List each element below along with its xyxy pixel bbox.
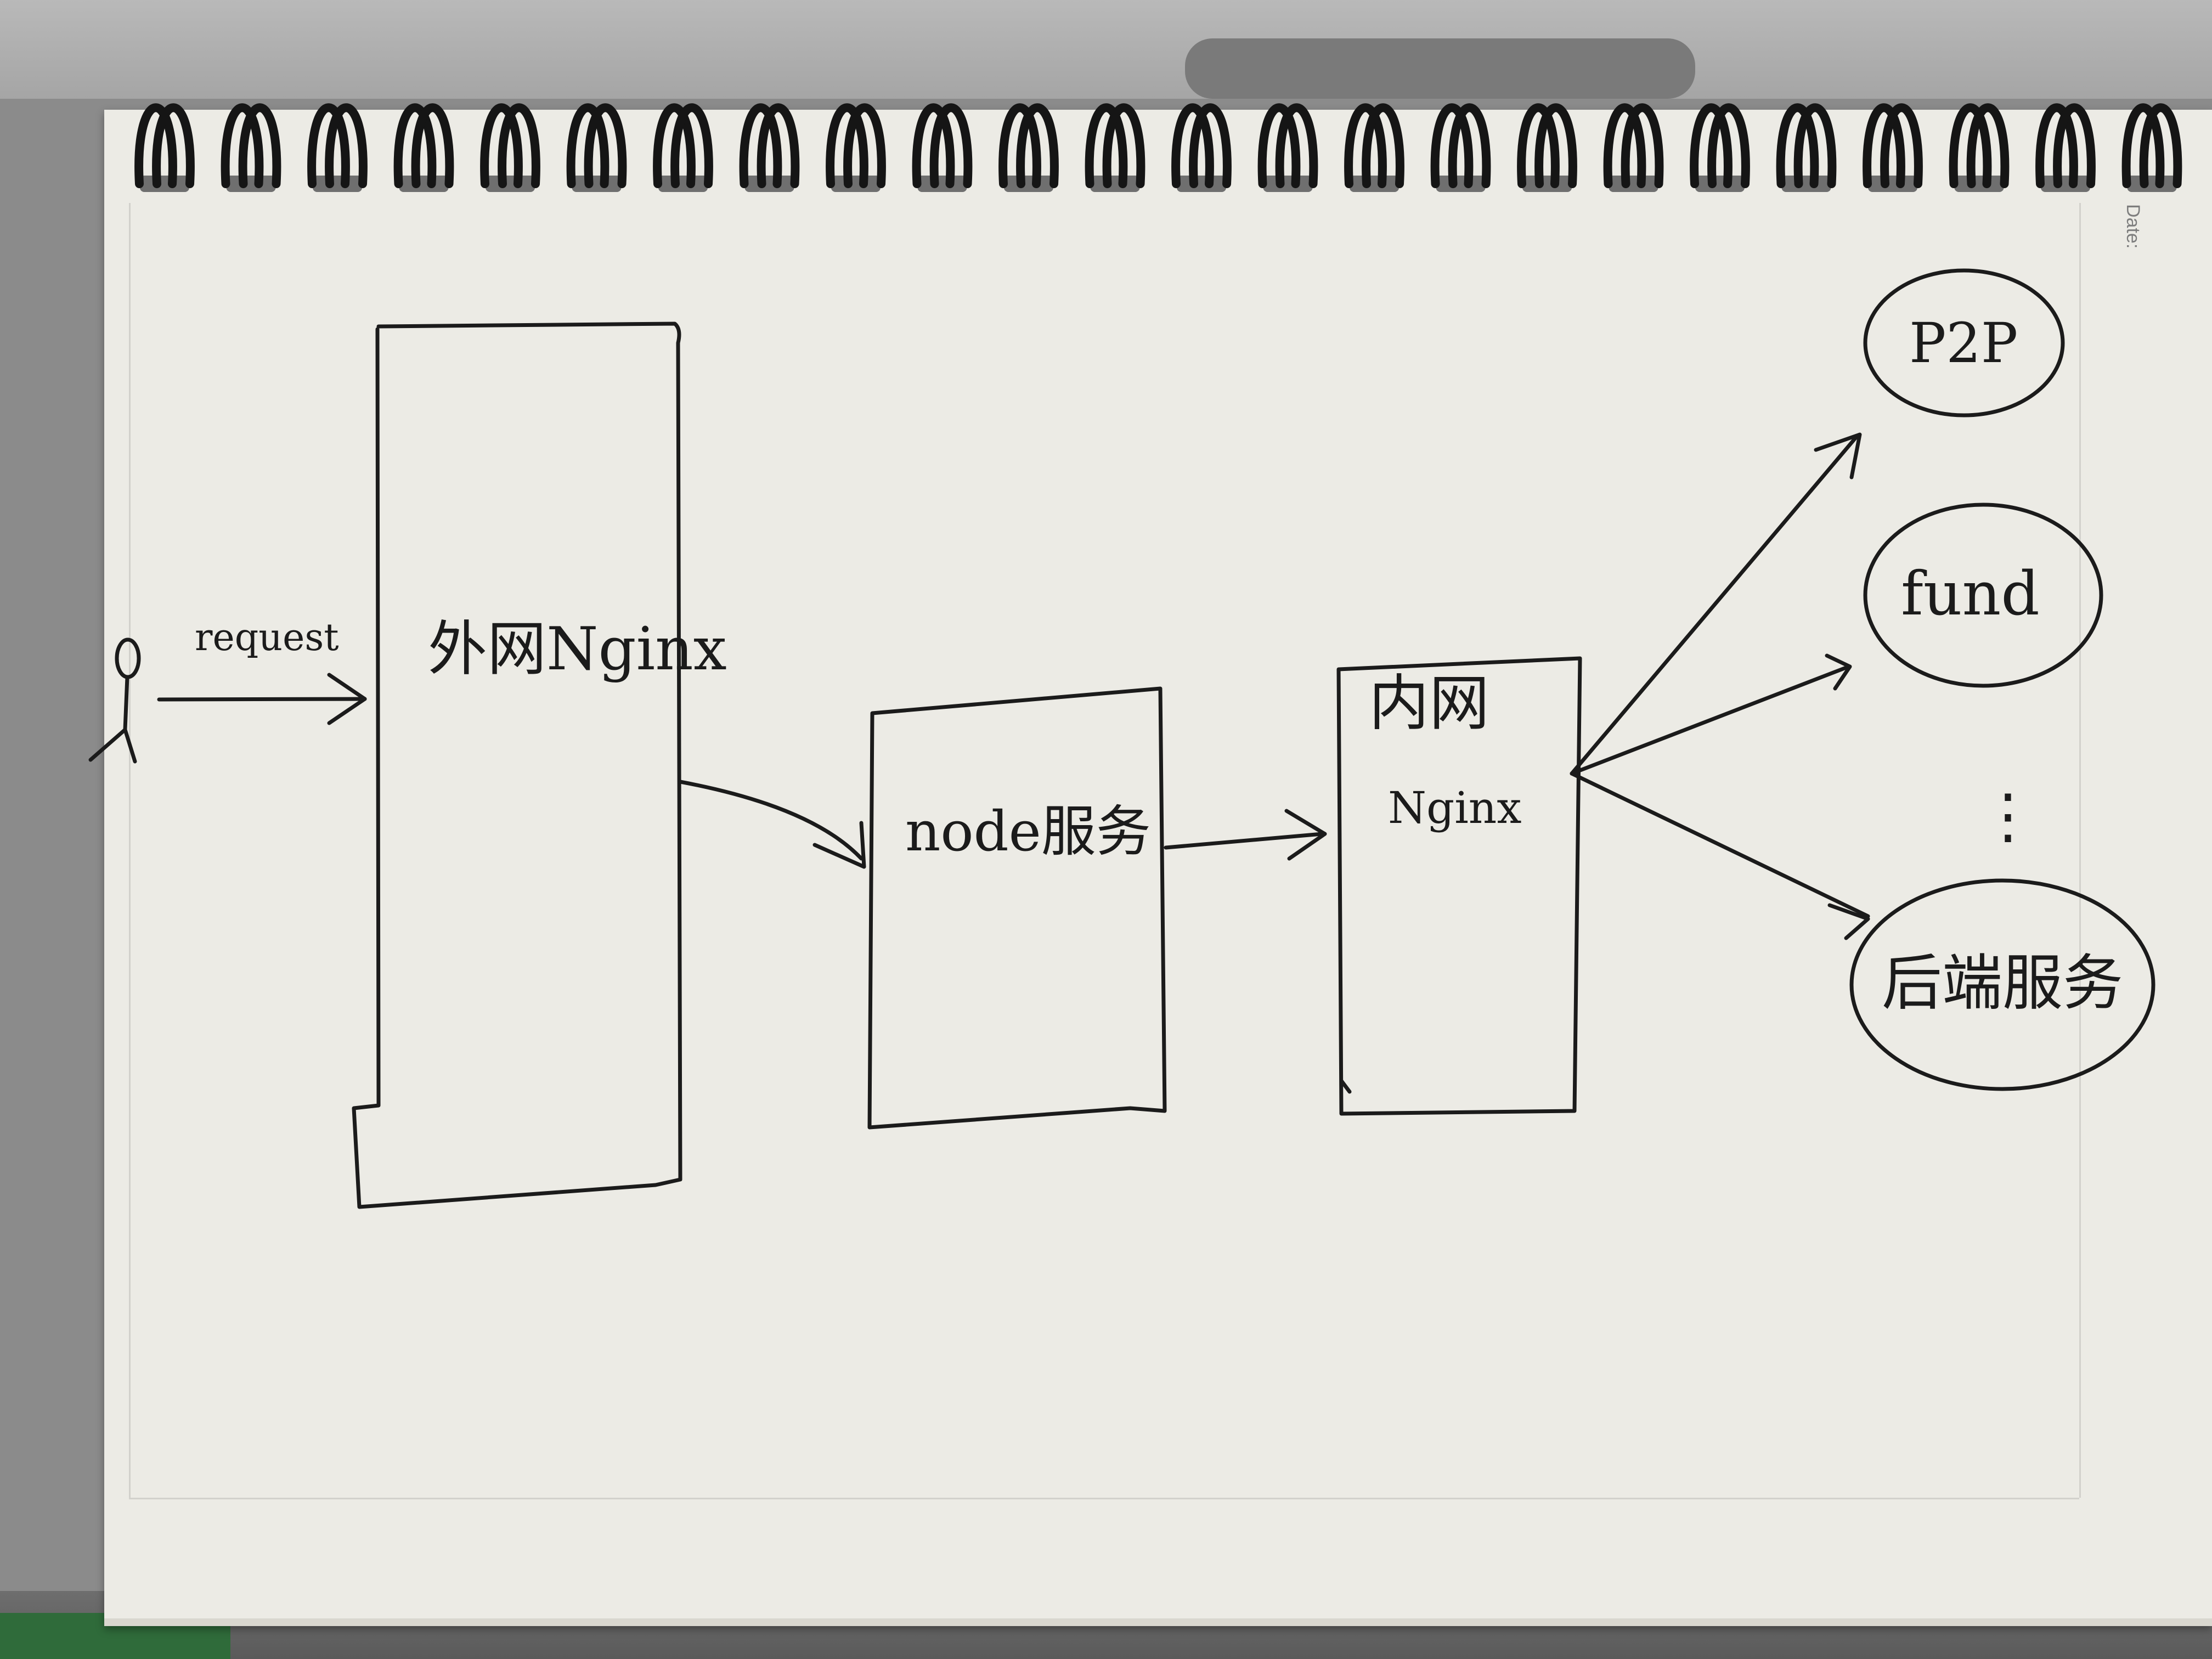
spiral-coil	[566, 103, 627, 192]
laptop-background	[0, 0, 2212, 99]
p2p-ellipse	[1863, 268, 2065, 417]
notebook-page	[104, 110, 2212, 1626]
spiral-coil	[480, 103, 540, 192]
page-margin-right	[2079, 203, 2081, 1498]
arrow-external-to-node	[678, 780, 866, 869]
spiral-coil	[1171, 103, 1232, 192]
spiral-binding	[134, 103, 2182, 192]
spiral-coil	[2035, 103, 2096, 192]
laptop-hinge	[1185, 38, 1695, 99]
spiral-coil	[221, 103, 281, 192]
spiral-coil	[998, 103, 1059, 192]
more-services-ellipsis: ⋮	[1978, 781, 2038, 851]
p2p-label: P2P	[1909, 311, 2018, 375]
spiral-coil	[1344, 103, 1404, 192]
spiral-coil	[393, 103, 454, 192]
spiral-coil	[1603, 103, 1664, 192]
external-nginx-box	[352, 321, 682, 1209]
spiral-coil	[826, 103, 886, 192]
spiral-coil	[1430, 103, 1491, 192]
external-nginx-label: 外网Nginx	[428, 615, 727, 684]
fund-ellipse	[1863, 503, 2103, 688]
spiral-coil	[1257, 103, 1318, 192]
spiral-coil	[739, 103, 800, 192]
spiral-coil	[1690, 103, 1750, 192]
page-margin-bottom	[129, 1498, 2079, 1499]
spiral-coil	[1949, 103, 2010, 192]
page-margin-left	[129, 203, 131, 1498]
node-service-box	[867, 686, 1167, 1130]
request-label: request	[195, 616, 339, 659]
spiral-coil	[1776, 103, 1837, 192]
spiral-coil	[307, 103, 368, 192]
backend-service-ellipse	[1849, 878, 2155, 1091]
node-service-label: node服务	[905, 799, 1151, 864]
internal-nginx-label-line2: Nginx	[1388, 782, 1521, 833]
arrow-to-p2p	[1570, 432, 1862, 776]
spiral-coil	[653, 103, 713, 192]
spiral-coil	[1517, 103, 1577, 192]
request-arrow	[157, 673, 367, 725]
internal-nginx-label-line1: 内网	[1369, 668, 1489, 738]
arrow-to-backend	[1570, 771, 1870, 940]
spiral-coil	[2121, 103, 2182, 192]
backend-service-label: 后端服务	[1882, 948, 2123, 1018]
fund-label: fund	[1901, 558, 2040, 629]
spiral-coil	[1085, 103, 1146, 192]
arrow-node-to-internal	[1164, 809, 1327, 861]
spiral-coil	[912, 103, 973, 192]
arrow-to-fund	[1570, 653, 1852, 776]
spiral-coil	[134, 103, 195, 192]
date-label: Date:	[2123, 204, 2143, 249]
internal-nginx-box	[1336, 656, 1582, 1116]
user-stick-figure-icon	[88, 637, 141, 764]
spiral-coil	[1863, 103, 1923, 192]
